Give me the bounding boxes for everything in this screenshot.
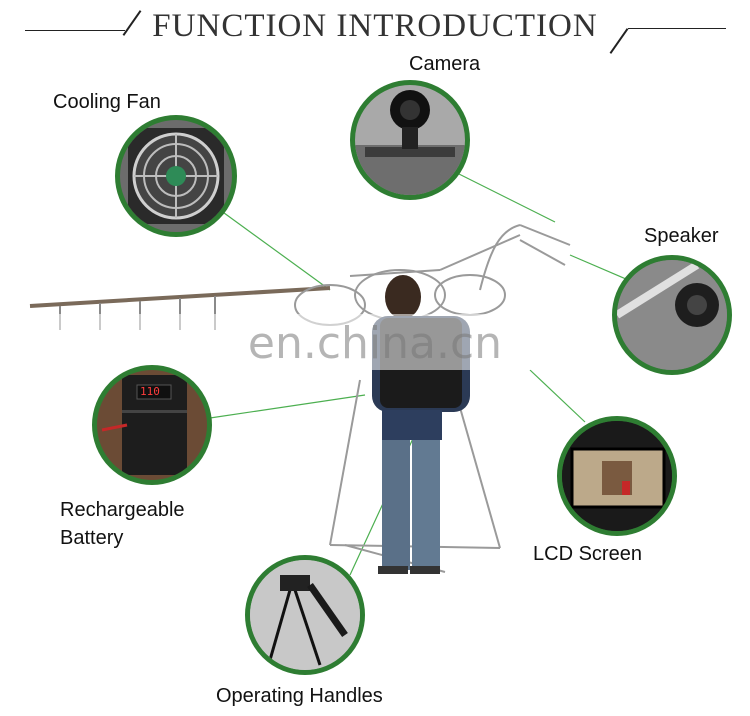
camera-label: Camera	[409, 53, 481, 75]
cooling-fan-photo	[115, 115, 237, 237]
lcd-screen-icon	[562, 421, 672, 531]
battery-label-line1: Rechargeable	[60, 499, 185, 521]
page-title: FUNCTION INTRODUCTION	[152, 8, 598, 44]
speaker-label: Speaker	[644, 225, 719, 247]
fan-icon	[128, 128, 224, 224]
operating-handles-photo	[245, 555, 365, 675]
battery-display: 110	[140, 385, 160, 398]
title-rule-left	[25, 30, 125, 31]
watermark-text: en.china.cn	[247, 318, 503, 369]
cooling-fan-label: Cooling Fan	[53, 91, 161, 113]
lcd-screen-label: LCD Screen	[533, 543, 642, 565]
speaker-photo	[612, 255, 732, 375]
operating-handles-label: Operating Handles	[216, 685, 383, 707]
camera-icon	[355, 90, 465, 195]
battery-icon	[101, 375, 187, 475]
camera-photo	[350, 80, 470, 200]
title-rule-right	[628, 28, 726, 29]
lcd-screen-photo	[557, 416, 677, 536]
battery-label-line2: Battery	[60, 527, 124, 549]
battery-photo: 110	[92, 365, 212, 485]
handles-icon	[250, 560, 360, 670]
speaker-icon	[617, 260, 727, 370]
